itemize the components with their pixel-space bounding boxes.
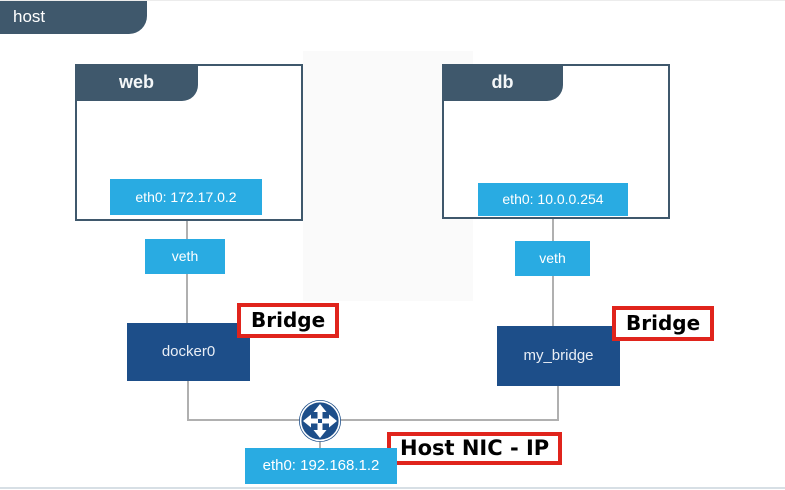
annotation-bridge-right: Bridge <box>612 306 715 341</box>
container-web-title: web <box>75 64 198 101</box>
connector-bus-line <box>187 419 559 421</box>
connector-mybridge-bus <box>557 385 559 421</box>
container-web-ip: eth0: 172.17.0.2 <box>110 179 262 215</box>
connector-veth-mybridge <box>552 275 554 327</box>
container-web: web eth0: 172.17.0.2 <box>75 64 303 221</box>
connector-router-nic <box>319 439 321 449</box>
connector-db-veth <box>552 218 554 242</box>
move-arrows-icon <box>298 399 342 443</box>
container-db-ip: eth0: 10.0.0.254 <box>478 183 628 216</box>
bridge-my-bridge: my_bridge <box>497 326 620 386</box>
container-db-title: db <box>442 64 563 101</box>
annotation-host-nic-ip: Host NIC - IP <box>387 432 563 465</box>
annotation-bridge-left: Bridge <box>237 303 340 338</box>
bottom-divider <box>0 487 785 489</box>
connector-web-veth <box>186 220 188 240</box>
container-db: db eth0: 10.0.0.254 <box>442 64 670 219</box>
veth-db: veth <box>515 241 590 276</box>
veth-web: veth <box>145 239 225 274</box>
host-tab: host <box>0 1 147 34</box>
host-nic-ip-box: eth0: 192.168.1.2 <box>245 448 397 484</box>
connector-veth-docker0 <box>186 273 188 324</box>
bridge-docker0: docker0 <box>127 323 250 381</box>
connector-docker0-bus <box>187 380 189 421</box>
